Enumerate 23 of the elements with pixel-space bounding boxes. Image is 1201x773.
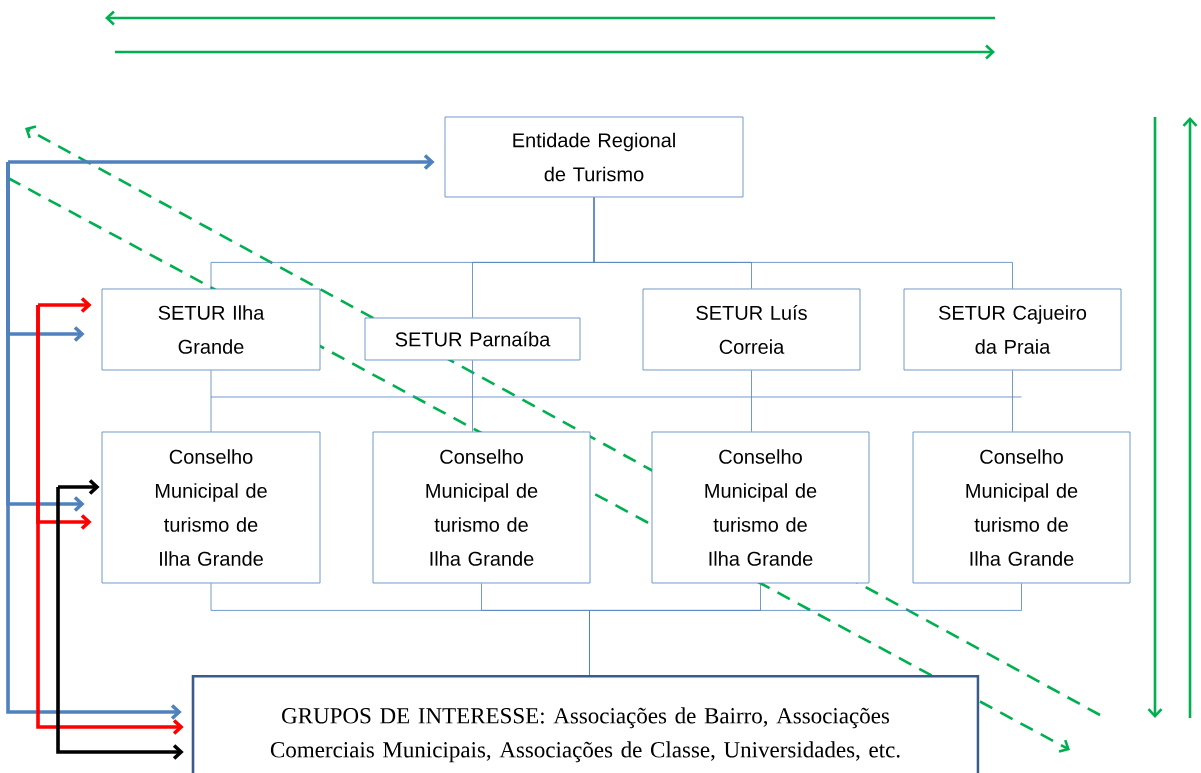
connector-line — [751, 370, 752, 432]
org-box: Conselho Municipal de turismo de Ilha Grande — [912, 431, 1131, 584]
org-box: Entidade Regional de Turismo — [444, 116, 744, 198]
arrow — [56, 487, 184, 760]
connector-line — [589, 583, 1022, 676]
arrow — [36, 305, 184, 735]
connector-line — [472, 360, 473, 432]
connector-line — [210, 370, 212, 432]
connector-line — [1012, 370, 1013, 432]
group-box: GRUPOS DE INTERESSE: Associações de Bairro, Associações Comerciais Municipais, Associações de Classe, Universidades, etc. — [191, 675, 980, 773]
org-box: SETUR Cajueiro da Praia — [903, 288, 1122, 371]
org-box: SETUR Ilha Grande — [101, 288, 321, 371]
org-box: SETUR Luís Correia — [642, 288, 861, 371]
org-box: Conselho Municipal de turismo de Ilha Grande — [101, 431, 321, 584]
org-box: Conselho Municipal de turismo de Ilha Grande — [372, 431, 591, 584]
connector-line — [210, 396, 1022, 398]
arrow — [6, 162, 182, 720]
connector-line — [593, 197, 1013, 289]
arrow — [8, 154, 435, 170]
org-box: SETUR Parnaíba — [364, 317, 581, 361]
org-box: Conselho Municipal de turismo de Ilha Grande — [651, 431, 870, 584]
arrow — [38, 297, 92, 313]
arrow — [58, 479, 100, 495]
